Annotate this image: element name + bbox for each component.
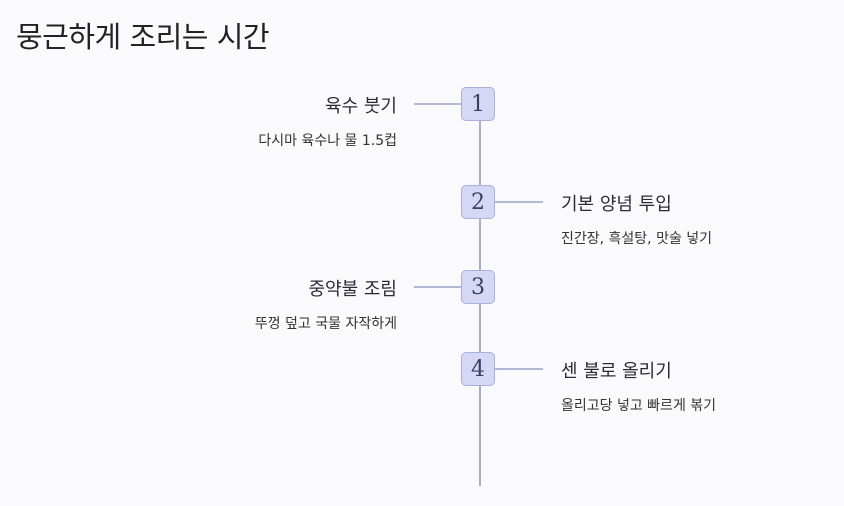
step-title: 기본 양념 투입: [561, 194, 672, 215]
step-number-badge: 3: [461, 270, 495, 304]
step-connector: [414, 286, 462, 288]
step-number-badge: 1: [461, 87, 495, 121]
step-connector: [495, 368, 543, 370]
timeline-step-4: 4 센 불로 올리기 올리고당 넣고 빠르게 볶기: [0, 352, 844, 432]
step-description: 다시마 육수나 물 1.5컵: [258, 133, 397, 149]
step-number-badge: 4: [461, 352, 495, 386]
step-title: 중약불 조림: [308, 279, 397, 300]
step-title: 센 불로 올리기: [561, 361, 672, 382]
step-connector: [414, 103, 462, 105]
page-title: 뭉근하게 조리는 시간: [16, 20, 270, 54]
step-description: 올리고당 넣고 빠르게 볶기: [561, 398, 717, 414]
step-number-badge: 2: [461, 185, 495, 219]
timeline-step-1: 1 육수 붓기 다시마 육수나 물 1.5컵: [0, 87, 844, 167]
step-title: 육수 붓기: [325, 96, 397, 117]
step-connector: [495, 201, 543, 203]
timeline-step-2: 2 기본 양념 투입 진간장, 흑설탕, 맛술 넣기: [0, 185, 844, 265]
step-description: 진간장, 흑설탕, 맛술 넣기: [561, 231, 713, 247]
step-description: 뚜껑 덮고 국물 자작하게: [254, 316, 397, 332]
timeline-step-3: 3 중약불 조림 뚜껑 덮고 국물 자작하게: [0, 270, 844, 350]
